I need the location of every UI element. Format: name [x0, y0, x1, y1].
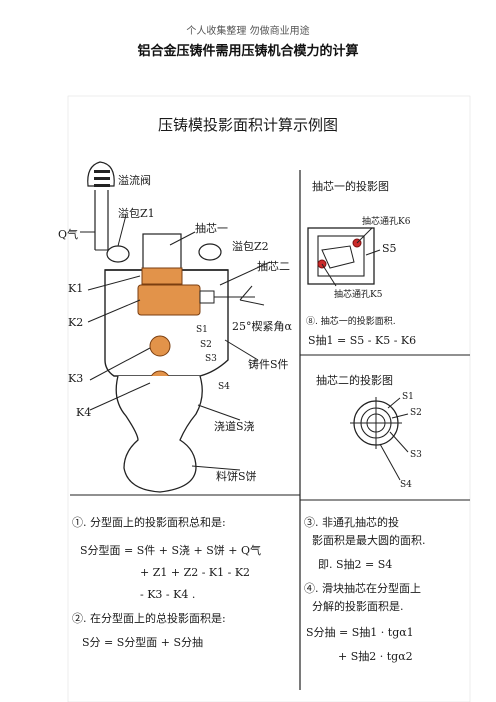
- label-s2: S2: [200, 340, 212, 350]
- item-4a: ④. 滑块抽芯在分型面上: [304, 582, 421, 595]
- label-k2: K2: [68, 316, 84, 329]
- header-note: 个人收集整理 勿做商业用途: [186, 26, 310, 37]
- label-wedge-angle: 25°楔紧角α: [232, 320, 292, 333]
- item-8: ⑧. 抽芯一的投影面积.: [306, 317, 396, 327]
- cavity-k2: [137, 284, 201, 316]
- proj-s3: S3: [410, 450, 422, 460]
- item-3b: 影面积是最大圆的面积.: [312, 534, 426, 547]
- document-title: 铝合金压铸件需用压铸机合模力的计算: [137, 44, 359, 59]
- label-k3: K3: [68, 372, 84, 385]
- cavity-k3: [149, 335, 171, 357]
- formula-4a: S分抽 = S抽1 · tgα1: [306, 626, 414, 639]
- label-s3: S3: [205, 354, 217, 364]
- overflow-z2-shape: [198, 243, 222, 261]
- label-core-pull-2: 抽芯二: [257, 260, 290, 273]
- label-casting: 铸件S件: [248, 358, 289, 371]
- item-3a: ③. 非通孔抽芯的投: [304, 516, 399, 529]
- core-two-heading: 抽芯二的投影图: [316, 374, 393, 387]
- cavity-k1: [141, 267, 183, 285]
- runner-biscuit: [115, 375, 203, 493]
- proj-s2: S2: [410, 408, 422, 418]
- item-4b: 分解的投影面积是.: [312, 600, 404, 613]
- formula-1c: - K3 - K4 .: [140, 588, 196, 601]
- overflow-valve-sketch: [87, 161, 115, 251]
- formula-4b: + S抽2 · tgα2: [338, 650, 413, 663]
- formula-1b: + Z1 + Z2 - K1 - K2: [140, 566, 251, 579]
- item-1: ①. 分型面上的投影面积总和是:: [72, 516, 226, 529]
- label-k1: K1: [68, 282, 84, 295]
- proj-s4: S4: [400, 480, 412, 490]
- label-overflow-valve: 溢流阀: [118, 174, 151, 187]
- label-q-gas: Q气: [58, 228, 79, 241]
- label-s1: S1: [196, 325, 208, 335]
- label-k5: 抽芯通孔K5: [334, 290, 383, 300]
- label-overflow-z2: 溢包Z2: [232, 240, 269, 253]
- side-core: [199, 290, 215, 304]
- label-runner: 浇道S浇: [214, 420, 255, 433]
- overflow-z1-shape: [106, 245, 130, 263]
- label-s4: S4: [218, 382, 230, 392]
- label-s5: S5: [382, 242, 397, 255]
- sheet-title: 压铸模投影面积计算示例图: [158, 116, 339, 134]
- core-two-projection: [350, 397, 409, 481]
- core-one-box: [142, 233, 182, 271]
- label-overflow-z1: 溢包Z1: [118, 207, 155, 220]
- formula-2: S分 = S分型面 + S分抽: [82, 636, 204, 649]
- formula-3: 即. S抽2 = S4: [318, 558, 393, 571]
- core-one-projection: [307, 227, 381, 287]
- core-one-heading: 抽芯一的投影图: [312, 180, 389, 193]
- proj-s1: S1: [402, 392, 414, 402]
- label-k6: 抽芯通孔K6: [362, 217, 411, 227]
- formula-1a: S分型面 = S件 + S浇 + S饼 + Q气: [80, 544, 261, 557]
- label-k4: K4: [76, 406, 92, 419]
- label-core-pull-1: 抽芯一: [195, 222, 228, 235]
- item-2: ②. 在分型面上的总投影面积是:: [72, 612, 226, 625]
- formula-core-one: S抽1 = S5 - K5 - K6: [308, 334, 417, 347]
- label-biscuit: 料饼S饼: [216, 470, 257, 483]
